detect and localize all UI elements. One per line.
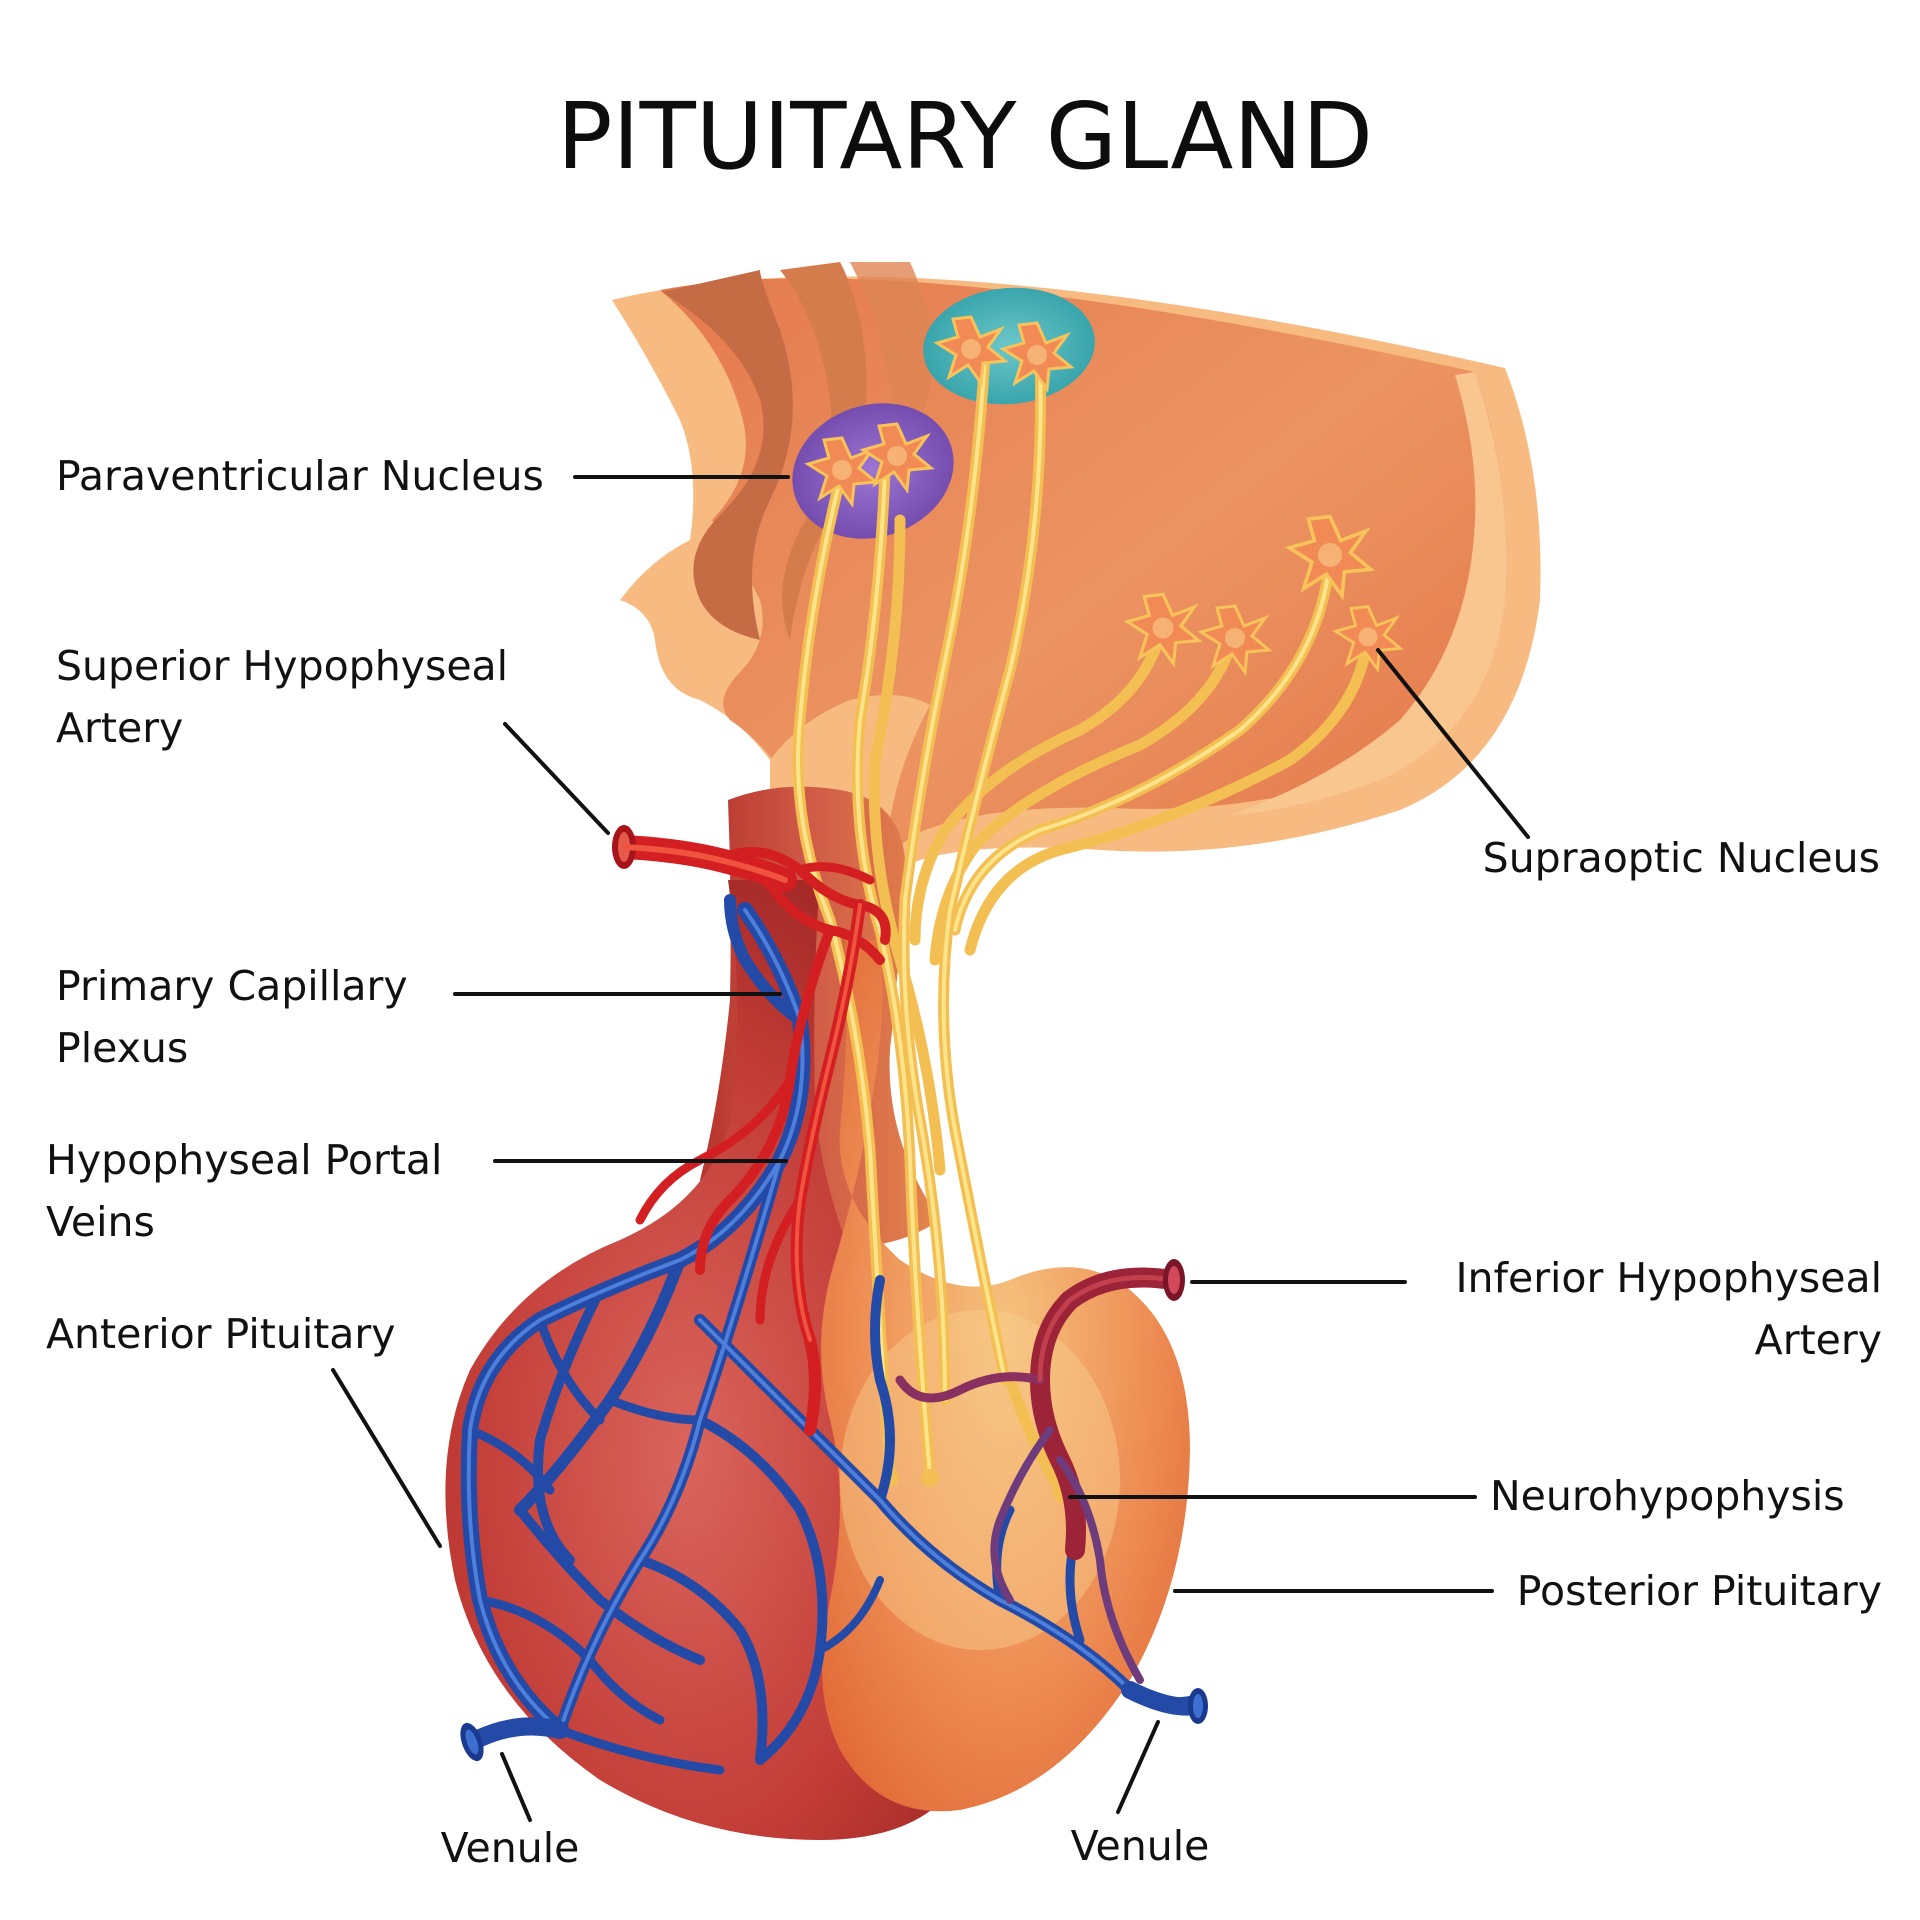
venule-right (1121, 1681, 1208, 1724)
diagram-title: PITUITARY GLAND (557, 83, 1373, 190)
inferior-hypophyseal-artery-vessel (895, 1259, 1185, 1684)
label-inferior-hypophyseal-artery-line1: Inferior Hypophyseal (1455, 1254, 1882, 1302)
label-venule-right: Venule (1071, 1822, 1210, 1870)
neuron-cell (933, 315, 1009, 388)
label-neurohypophysis: Neurohypophysis (1490, 1472, 1845, 1520)
neuron-cells (804, 315, 1404, 677)
label-anterior-pituitary: Anterior Pituitary (46, 1310, 396, 1358)
leader-venule-right (1116, 1720, 1160, 1814)
label-supraoptic-nucleus: Supraoptic Nucleus (1483, 834, 1880, 882)
leader-lines (331, 475, 1530, 1822)
label-posterior-pituitary: Posterior Pituitary (1517, 1567, 1882, 1615)
neuron-cell (1332, 605, 1404, 674)
neuron-cell (1123, 592, 1203, 668)
neuron-cell (999, 321, 1075, 394)
leader-supraoptic (1376, 648, 1530, 839)
neuron-cell (859, 422, 935, 495)
venule-left (460, 1717, 569, 1762)
superior-hypophyseal-artery-vessel (612, 825, 891, 1436)
label-superior-hypophyseal-artery-line2: Artery (56, 704, 183, 752)
neuron-cell (1284, 514, 1376, 601)
leader-anterior (331, 1368, 442, 1548)
label-inferior-hypophyseal-artery-line2: Artery (1755, 1316, 1882, 1364)
label-paraventricular-nucleus: Paraventricular Nucleus (56, 452, 544, 500)
labels: Paraventricular Nucleus Superior Hypophy… (46, 452, 1882, 1872)
label-primary-capillary-plexus-line1: Primary Capillary (56, 962, 408, 1010)
leader-venule-left (500, 1752, 532, 1822)
leader-superior-artery (503, 722, 610, 835)
label-hypophyseal-portal-veins-line1: Hypophyseal Portal (46, 1136, 442, 1184)
label-hypophyseal-portal-veins-line2: Veins (46, 1198, 155, 1246)
label-venule-left: Venule (441, 1824, 580, 1872)
nerve-fibers (792, 349, 1374, 1503)
neuron-cell (1197, 604, 1273, 677)
label-primary-capillary-plexus-line2: Plexus (56, 1024, 188, 1072)
label-superior-hypophyseal-artery-line1: Superior Hypophyseal (56, 642, 508, 690)
